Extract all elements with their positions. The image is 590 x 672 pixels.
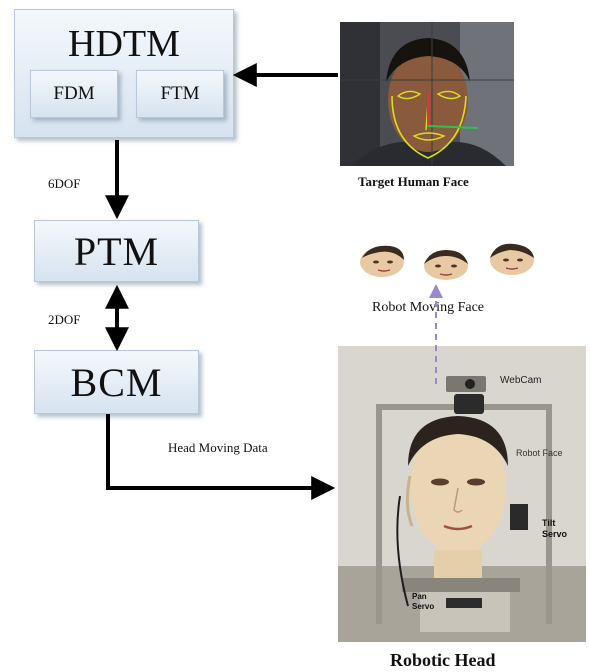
pan-servo-label: Pan Servo: [412, 592, 435, 611]
robot-face-center-thumb: [424, 250, 468, 280]
head-moving-data-label: Head Moving Data: [168, 440, 268, 455]
ftm-label: FTM: [160, 83, 200, 104]
fdm-module-box: FDM: [30, 70, 118, 118]
ftm-module-box: FTM: [136, 70, 224, 118]
robot-moving-face-caption: Robot Moving Face: [372, 300, 484, 315]
dof-6-label: 6DOF: [48, 176, 81, 191]
tilt-servo-label: Tilt Servo: [542, 518, 568, 539]
target-human-face-photo: [340, 22, 514, 166]
target-face-caption: Target Human Face: [358, 174, 469, 189]
robot-moving-faces-strip: [350, 238, 550, 280]
bcm-module-box: BCM: [34, 350, 199, 414]
hdtm-label: HDTM: [68, 23, 180, 65]
dof-2-label: 2DOF: [48, 312, 81, 327]
robot-face-left-thumb: [360, 245, 404, 277]
webcam-label: WebCam: [500, 375, 542, 386]
ptm-module-box: PTM: [34, 220, 199, 282]
ptm-label: PTM: [73, 228, 160, 274]
robot-face-right-thumb: [490, 243, 534, 275]
fdm-label: FDM: [53, 83, 95, 104]
robotic-head-photo: WebCam Robot Face Tilt Servo Pan Servo: [338, 346, 586, 642]
robot-face-label: Robot Face: [516, 448, 563, 458]
robotic-head-caption: Robotic Head: [390, 650, 496, 670]
bcm-label: BCM: [70, 359, 163, 405]
